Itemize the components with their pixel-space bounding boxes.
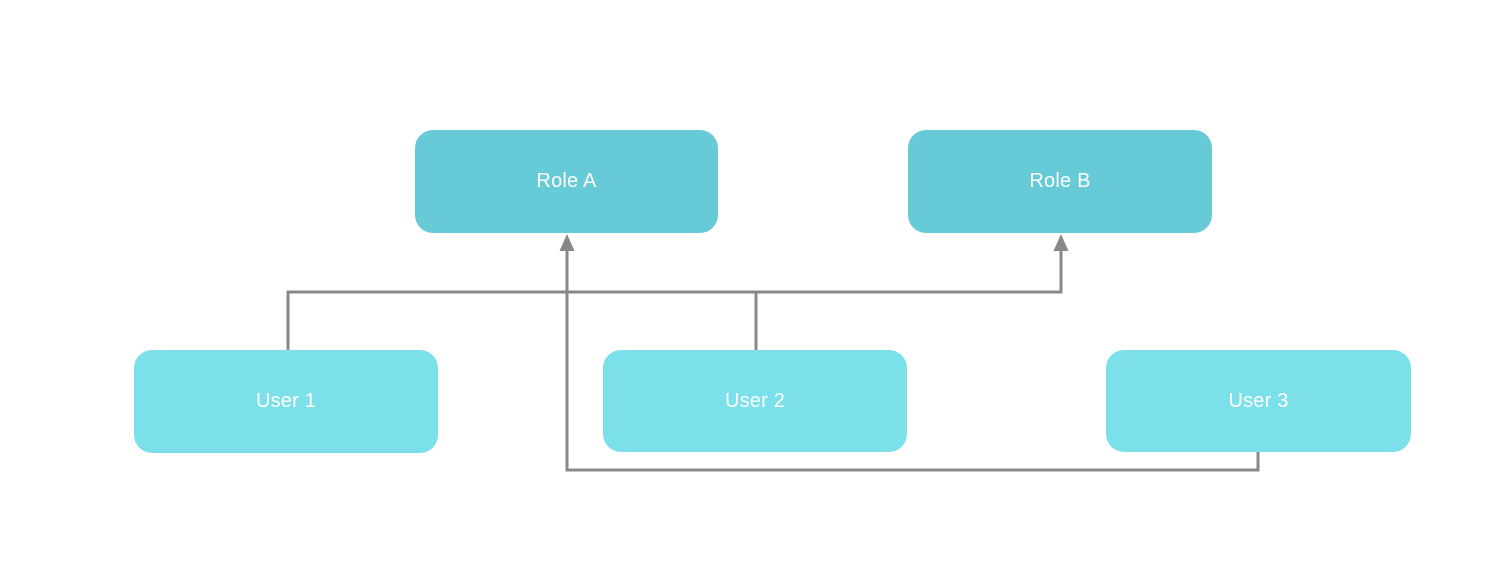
node-label: User 3 [1228,389,1289,412]
arrowhead-icon [559,234,575,251]
node-user-1[interactable]: User 1 [134,350,438,453]
edge-user3-to-rolea[interactable] [559,234,1260,472]
node-user-2[interactable]: User 2 [603,350,907,452]
node-role-b[interactable]: Role B [908,130,1212,233]
arrowhead-icon [1053,234,1069,251]
node-role-a[interactable]: Role A [415,130,718,233]
node-label: Role A [536,170,597,192]
node-label: User 1 [255,390,317,412]
node-label: Role B [1029,170,1091,192]
edge-line[interactable] [565,250,1260,472]
edge-user1-to-roleb[interactable] [286,234,1069,350]
node-user-3[interactable]: User 3 [1106,350,1411,452]
node-label: User 2 [724,389,786,412]
edge-line[interactable] [286,250,1063,350]
